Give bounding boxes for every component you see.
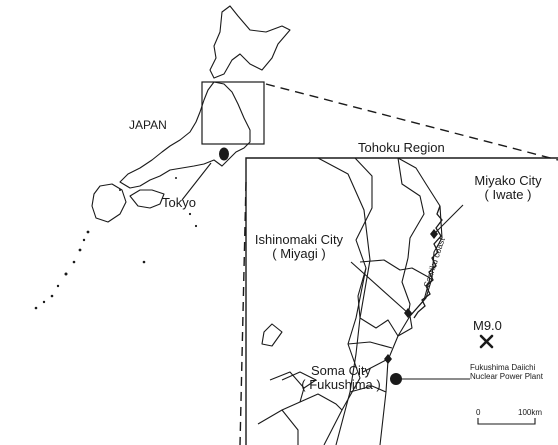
japan-label: JAPAN [129, 118, 167, 132]
region-title: Tohoku Region [358, 140, 445, 155]
ishinomaki-name: Ishinomaki City [254, 232, 344, 247]
scale-distance-label: 100km [518, 408, 543, 417]
tokyo-marker [181, 147, 229, 201]
magnitude-label: M9.0 [473, 318, 502, 333]
miyako-prefecture: ( Iwate ) [484, 187, 532, 203]
plant-name-line2: Nuclear Power Plant [470, 371, 543, 381]
tohoku-prefectures [257, 157, 443, 445]
scale-zero-label: 0 [476, 408, 481, 417]
inset-map [245, 157, 558, 445]
soma-prefecture: ( Fukushima ) [301, 377, 381, 393]
sanriku-coastline [413, 205, 443, 319]
miyako-name: Miyako City [474, 173, 542, 188]
soma-name: Soma City [311, 363, 371, 378]
scale-bar [477, 418, 536, 425]
southern-islands [34, 177, 198, 310]
epicenter-x-mark-icon [479, 334, 494, 349]
miyako-marker [430, 204, 464, 239]
soma-marker [362, 354, 392, 373]
ishinomaki-prefecture: ( Miyagi ) [272, 246, 326, 262]
plant-label: Fukushima Daiichi Nuclear Power Plant [470, 363, 558, 382]
zoom-leaders [239, 83, 558, 445]
ishinomaki-label: Ishinomaki City ( Miyagi ) [248, 232, 350, 262]
miyako-label: Miyako City ( Iwate ) [458, 173, 558, 203]
ishinomaki-marker [350, 261, 412, 318]
inset-frame-small [201, 81, 265, 145]
plant-name-line1: Fukushima Daiichi [470, 363, 536, 372]
japan-outline [91, 5, 291, 223]
plant-marker [390, 373, 470, 385]
soma-label: Soma City ( Fukushima ) [295, 363, 387, 393]
tokyo-label: Tokyo [162, 195, 196, 210]
inset-border [245, 157, 558, 445]
